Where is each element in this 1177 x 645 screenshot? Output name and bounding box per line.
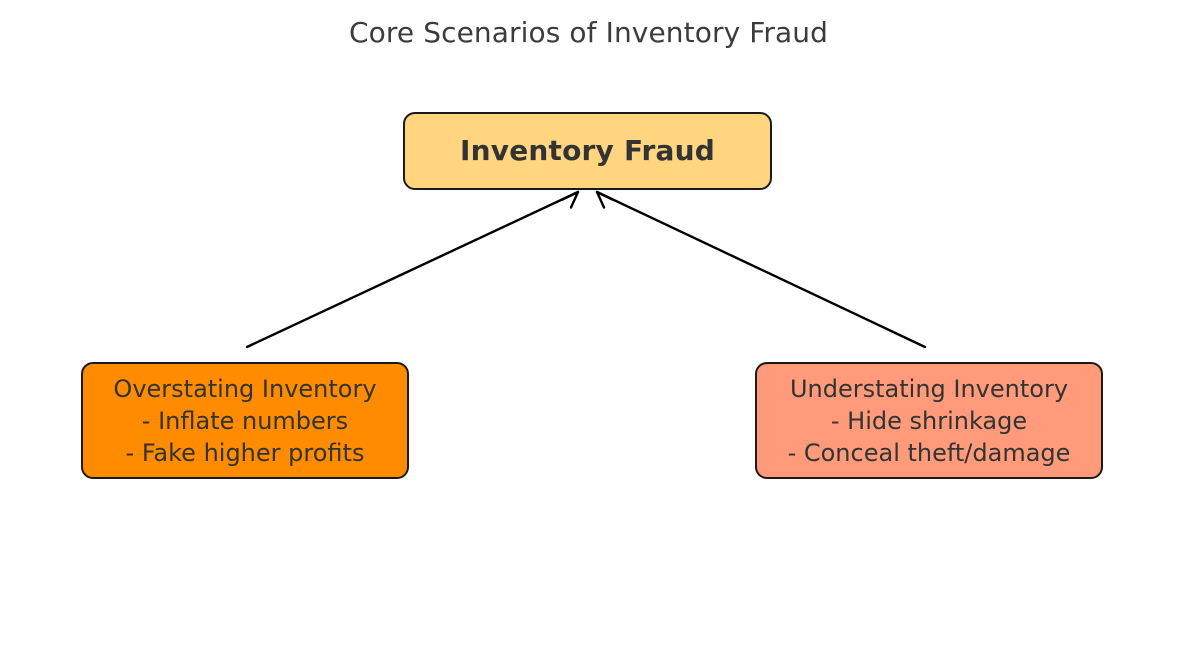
arrowhead-understating-icon (595, 190, 614, 209)
edge-line-understating (595, 190, 927, 349)
node-overstating-inventory-line-3: - Fake higher profits (125, 438, 365, 467)
node-inventory-fraud-line-1: Inventory Fraud (460, 134, 715, 167)
node-overstating-inventory[interactable]: Overstating Inventory - Inflate numbers … (81, 362, 409, 479)
page-title: Core Scenarios of Inventory Fraud (349, 16, 828, 49)
edge-overstating-to-root (245, 190, 580, 349)
node-understating-inventory-line-3: - Conceal theft/damage (787, 438, 1071, 467)
node-inventory-fraud[interactable]: Inventory Fraud (403, 112, 772, 190)
edge-line-overstating (245, 190, 580, 349)
arrowhead-overstating-icon (561, 190, 580, 209)
node-understating-inventory[interactable]: Understating Inventory - Hide shrinkage … (755, 362, 1103, 479)
node-understating-inventory-line-1: Understating Inventory (789, 374, 1069, 403)
edge-understating-to-root (595, 190, 927, 349)
node-overstating-inventory-line-1: Overstating Inventory (113, 374, 377, 403)
node-overstating-inventory-line-2: - Inflate numbers (141, 406, 349, 435)
node-understating-inventory-line-2: - Hide shrinkage (830, 406, 1028, 435)
